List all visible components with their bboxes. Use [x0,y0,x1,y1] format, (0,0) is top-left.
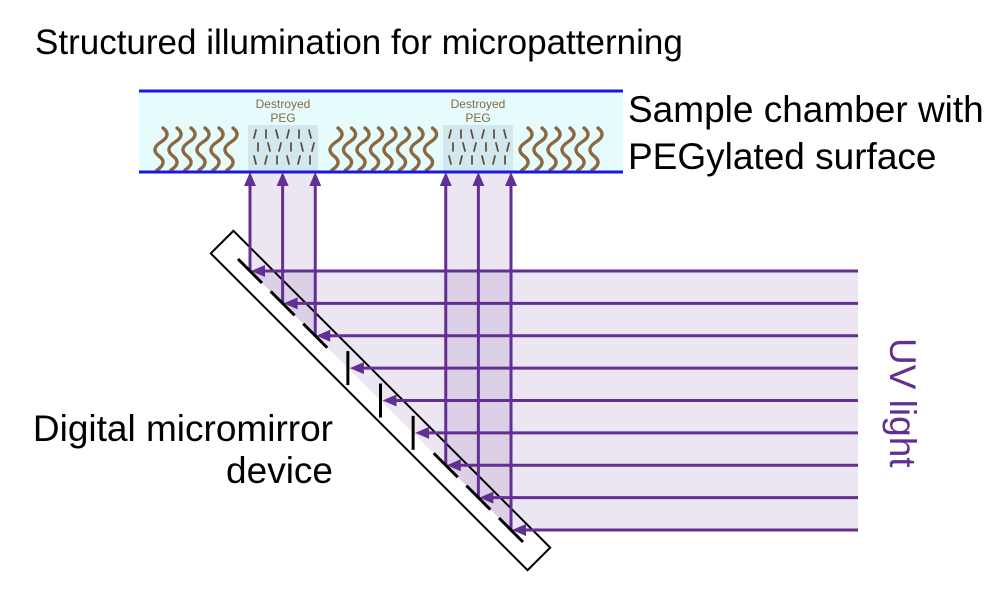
peg-chain [409,126,425,172]
peg-chain [574,126,590,172]
chamber-label-line2: PEGylated surface [628,136,936,177]
peg-chain [223,126,239,172]
destroyed-peg-fragments [253,129,510,165]
destroyed-peg-fragment [448,155,452,165]
uv-rays [244,172,858,536]
destroyed-peg-fragment [503,129,507,139]
peg-chain [209,126,225,172]
peg-chain [546,126,562,172]
destroyed-peg-fragment [278,142,282,152]
peg-chain [382,126,398,172]
destroyed-peg-fragment [506,142,510,152]
incident-ray-arrowhead [251,265,265,277]
digital-micromirror-device [209,229,552,572]
destroyed-peg-fragment [459,155,463,165]
peg-chain [560,126,576,172]
peg-chain [518,126,534,172]
destroyed-peg-zone [443,125,513,171]
micromirror-on [302,322,329,349]
reflected-ray-arrowhead [472,172,485,186]
destroyed-peg-fragment [481,129,485,139]
reflected-ray-arrowhead [244,172,256,186]
destroyed-peg-fragment [253,129,257,139]
peg-chain [355,126,371,172]
destroyed-peg-fragment [492,155,496,165]
incident-ray-arrowhead [479,491,494,504]
destroyed-peg-label: PEG [465,111,490,125]
peg-chain [181,126,197,172]
destroyed-peg-fragment [495,142,499,152]
incident-ray-arrowhead [382,394,397,407]
peg-chain [395,126,412,172]
destroyed-peg-fragment [470,129,474,139]
dmd-label-line2: device [226,450,333,491]
micromirror-on [465,484,492,511]
destroyed-peg-fragment [448,129,452,139]
destroyed-peg-fragment [267,142,271,152]
destroyed-peg-fragment [275,129,279,139]
uv-light-label: UV light [882,338,923,468]
peg-chain [532,126,548,172]
peg-chain [368,126,385,172]
chamber-label-line1: Sample chamber with [628,89,984,130]
incident-ray-arrowhead [316,329,331,342]
destroyed-peg-fragment [264,155,268,165]
reflected-ray-arrowhead [309,172,322,186]
micromirror-on [269,290,296,317]
incident-ray-arrowhead [446,459,461,472]
destroyed-peg-fragment [297,155,301,165]
destroyed-peg-fragment [311,142,315,152]
destroyed-peg-fragment [481,155,485,165]
peg-chain [167,126,183,172]
peg-chains [153,126,604,172]
sample-chamber: Destroyed PEG Destroyed PEG [139,89,623,174]
destroyed-peg-fragment [473,142,477,152]
reflected-ray-arrowhead [276,172,289,186]
destroyed-peg-fragment [462,142,466,152]
micromirror-on [497,516,525,544]
incident-ray-arrowhead [512,524,526,536]
peg-chain [341,126,358,172]
diagram-title: Structured illumination for micropattern… [35,23,683,62]
micromirror-on [432,452,459,479]
destroyed-peg-label: Destroyed [256,97,311,111]
incident-ray-arrowhead [283,297,298,310]
peg-chain [195,126,211,172]
light-path-shading [250,172,858,530]
destroyed-peg-label: PEG [270,111,295,125]
micromirrors [236,257,525,544]
incident-ray-arrowhead [415,426,430,439]
destroyed-peg-zone [248,125,318,171]
peg-chain [153,126,169,172]
peg-chain [422,126,439,172]
peg-chain [328,126,344,172]
reflected-ray-arrowhead [439,172,452,186]
destroyed-peg-fragment [286,129,290,139]
destroyed-peg-fragment [253,155,257,165]
micromirror-on [236,257,264,285]
incident-ray-arrowhead [349,362,364,375]
destroyed-peg-label: Destroyed [451,97,506,111]
reflected-ray-arrowhead [505,172,517,186]
destroyed-peg-fragment [308,129,312,139]
dmd-frame [209,229,552,572]
peg-chain [588,126,604,172]
destroyed-peg-fragment [300,142,304,152]
destroyed-peg-fragment [286,155,290,165]
dmd-label-line1: Digital micromirror [33,408,333,449]
